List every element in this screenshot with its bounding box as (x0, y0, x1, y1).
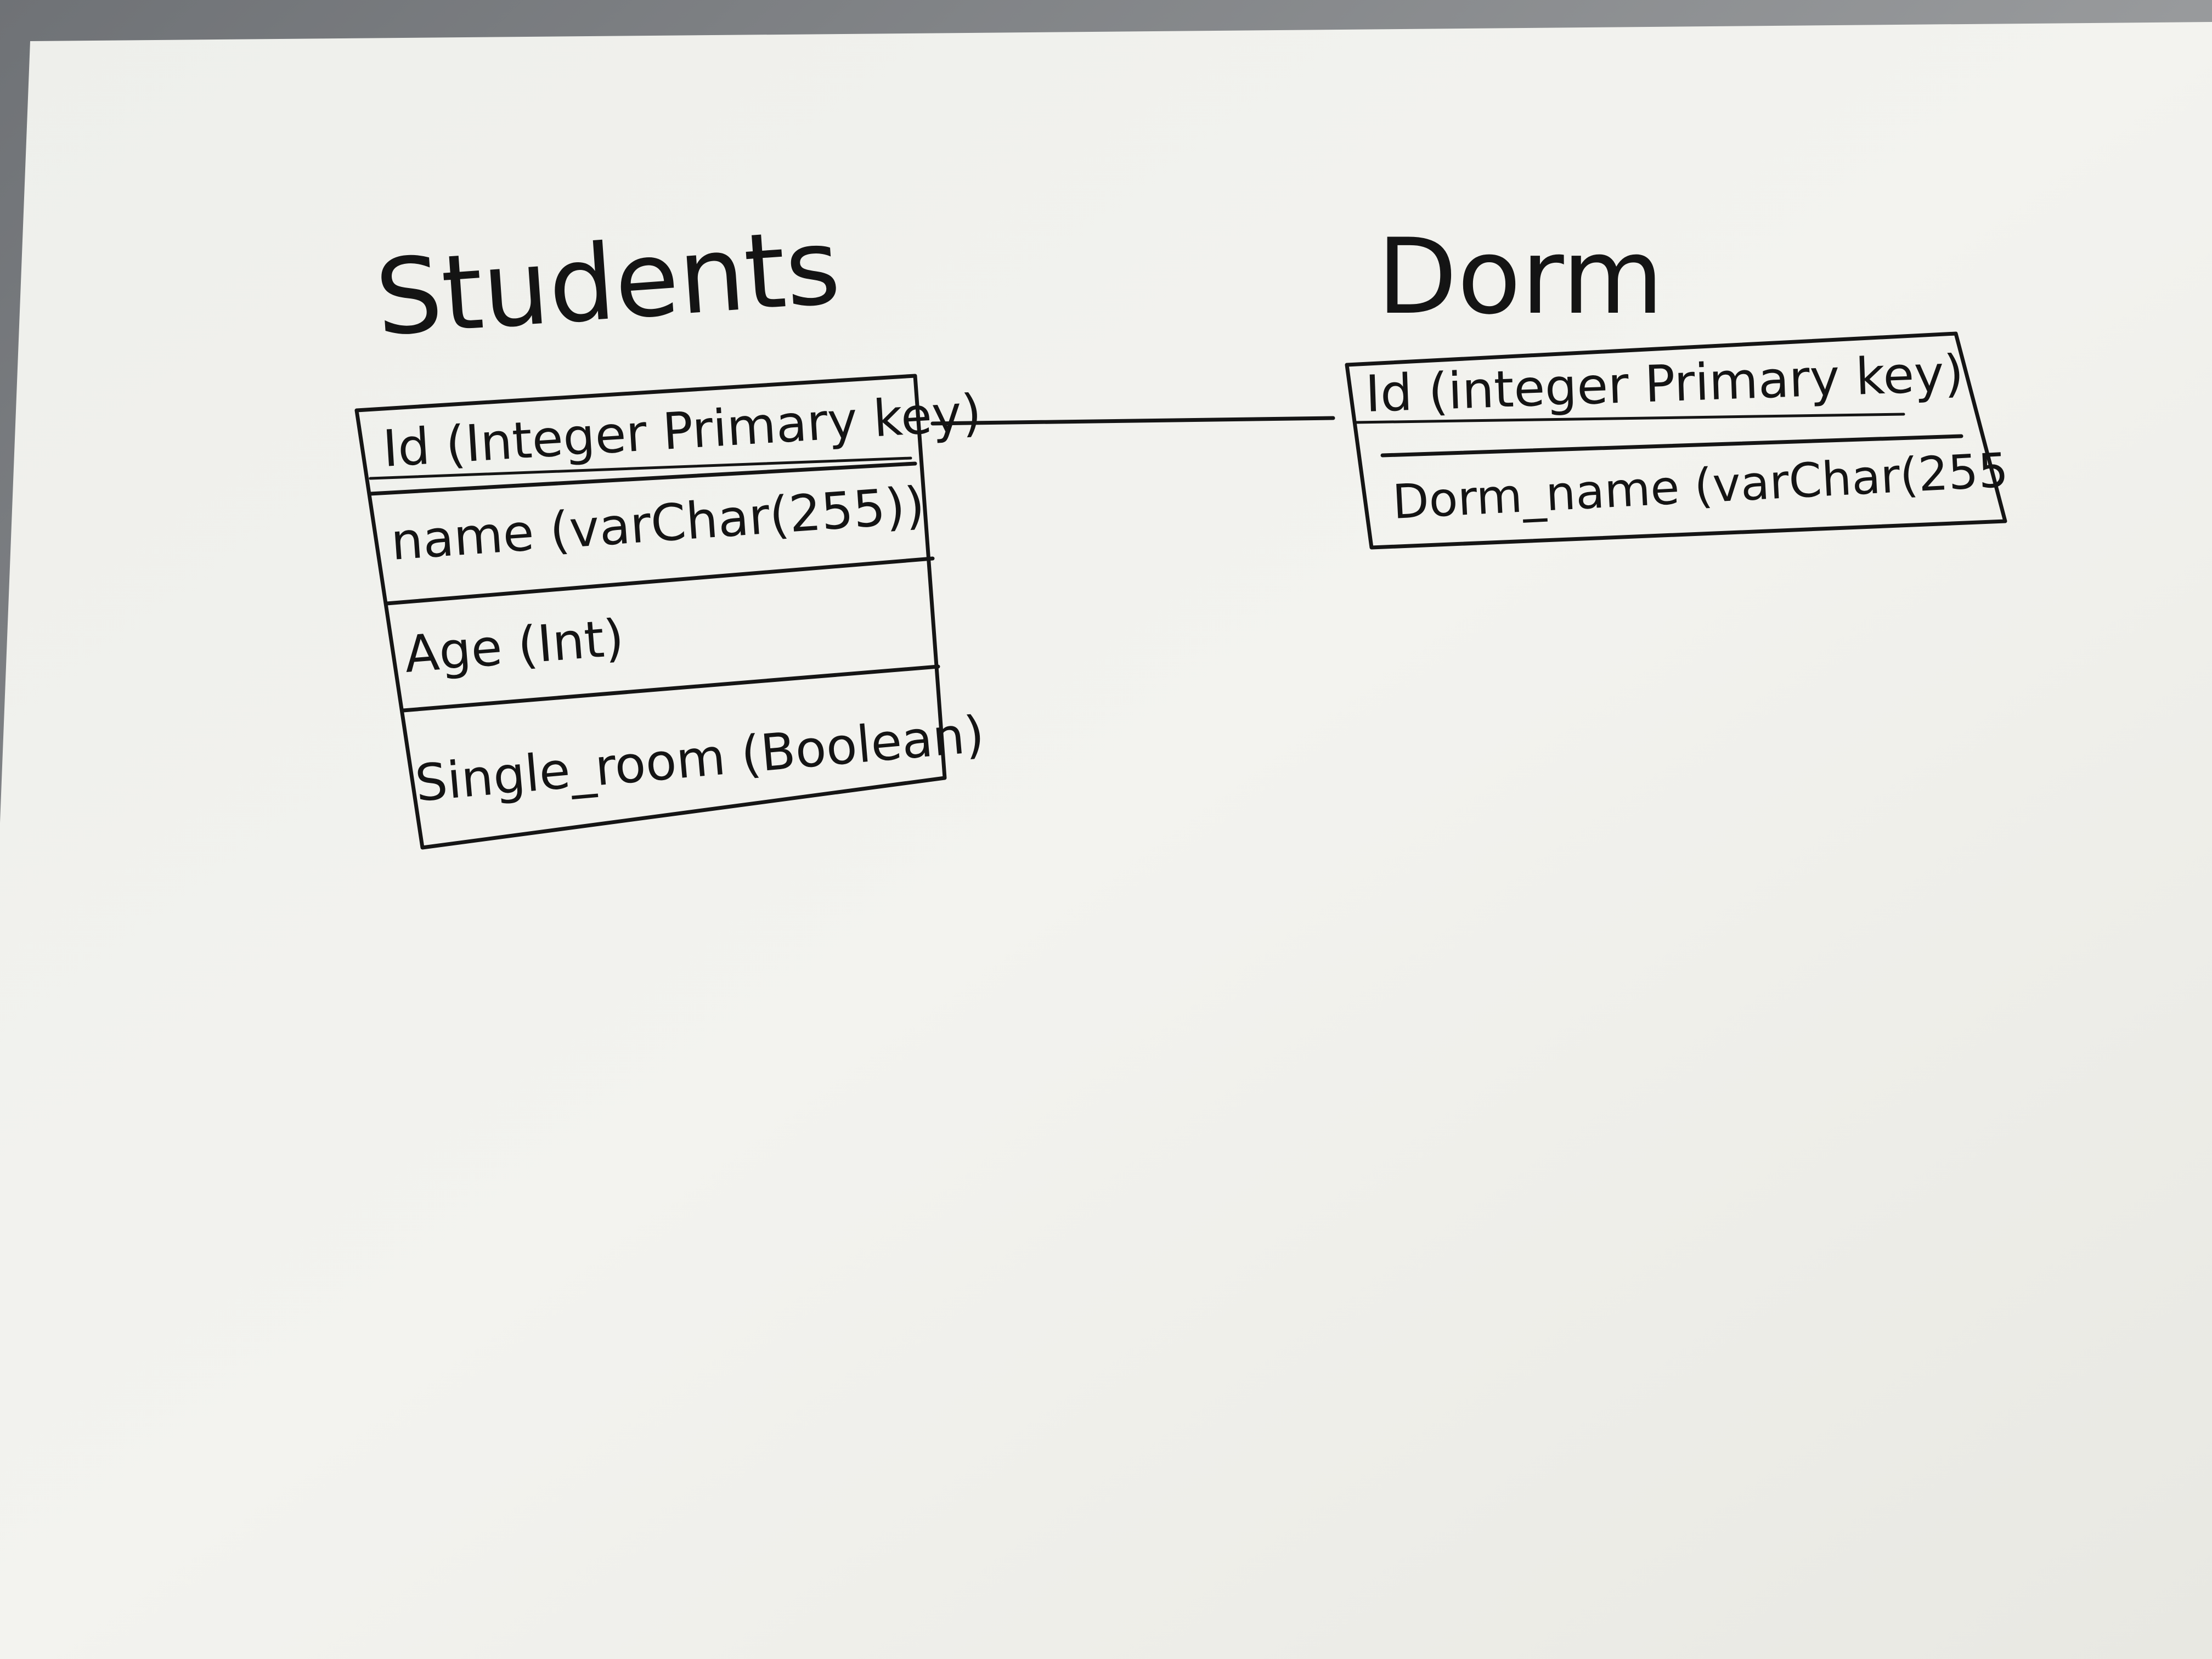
students-field-single-room: Single_room (Boolean) (413, 705, 987, 813)
students-divider-3 (401, 664, 940, 713)
dorm-field-id: Id (integer Primary key) (1364, 344, 1965, 424)
dorm-pk-underline (1353, 413, 1905, 424)
dorm-title: Dorm (1377, 216, 1663, 337)
dorm-box (1345, 331, 2007, 550)
students-divider-2 (385, 556, 935, 606)
students-box (354, 374, 947, 850)
relationship-line (930, 416, 1335, 426)
dorm-entity: Dorm Id (integer Primary key) Dorm_name … (1345, 216, 2010, 550)
students-field-age: Age (Int) (402, 608, 626, 684)
students-pk-underline (369, 456, 912, 480)
students-divider-1 (368, 461, 917, 496)
students-title: Students (372, 206, 844, 359)
students-entity: Students Id (Integer Primary key) name (… (354, 206, 987, 850)
dorm-divider-1 (1380, 434, 1963, 458)
dorm-field-name: Dorm_name (varChar(255 (1391, 443, 2010, 530)
